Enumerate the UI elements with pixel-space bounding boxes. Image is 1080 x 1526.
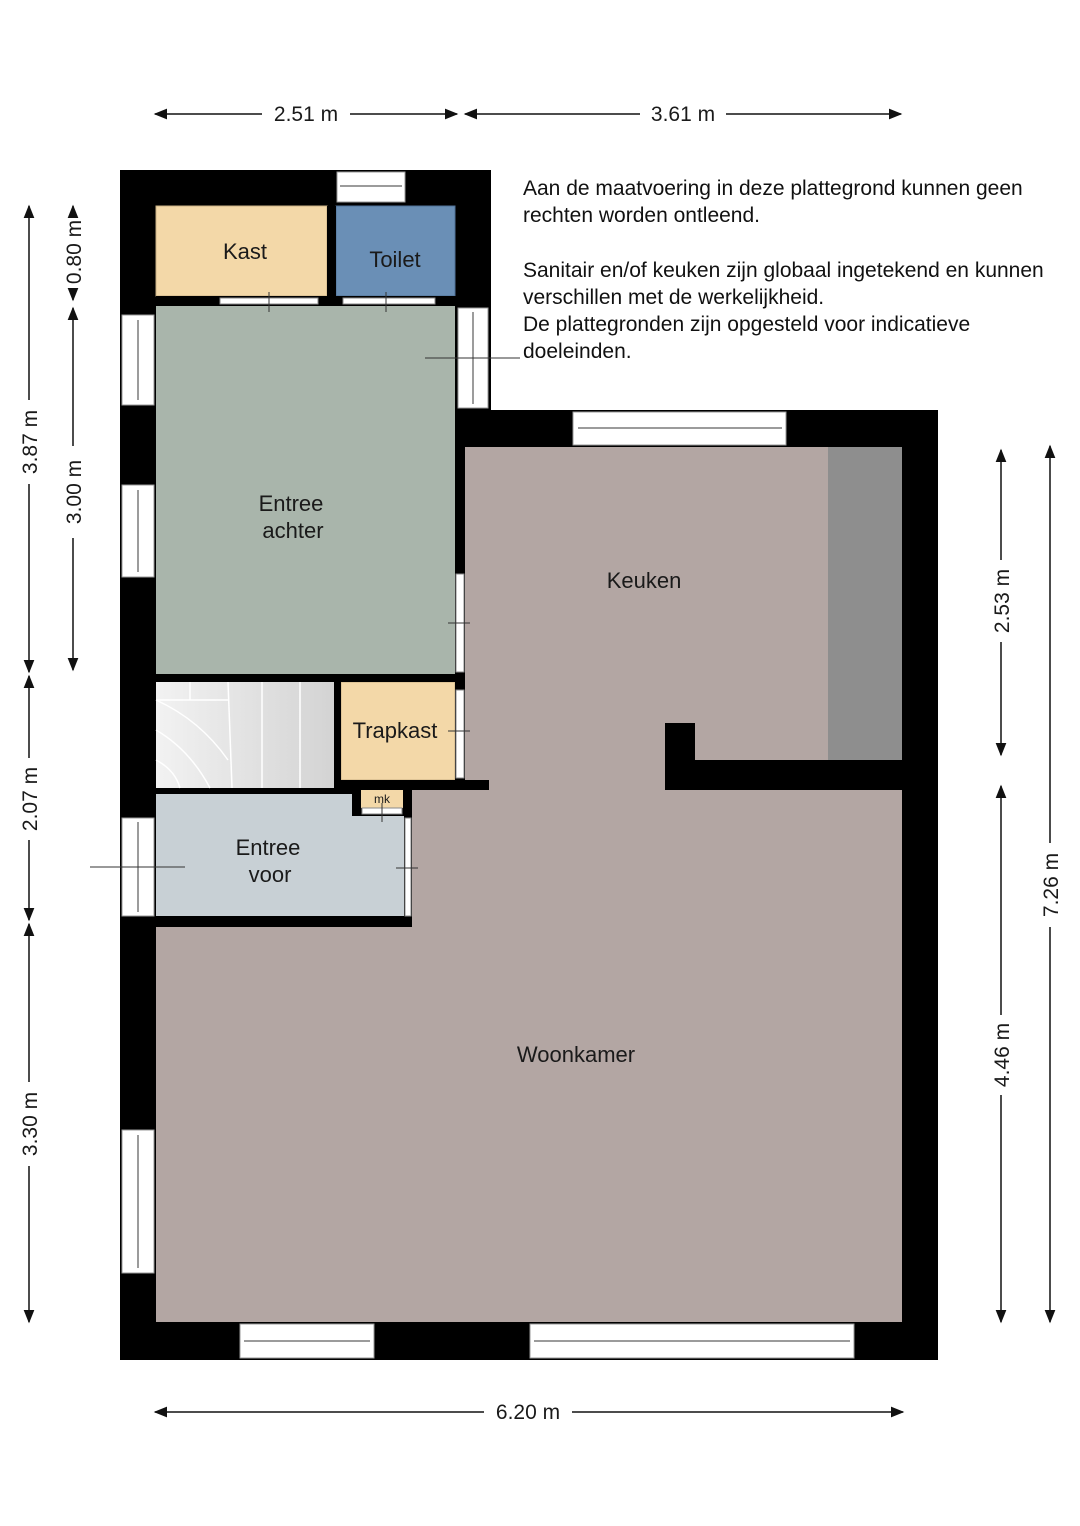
floor-trapkast xyxy=(340,681,456,781)
label-mk: mk xyxy=(374,792,391,806)
door-trapkast xyxy=(455,689,465,779)
door-toilet xyxy=(342,297,436,305)
wall-stair-bottom xyxy=(156,788,352,794)
dim-left-outer-middle: 2.07 m xyxy=(19,767,42,831)
dim-left-inner-top: 0.80 m xyxy=(63,220,86,284)
floor-mk xyxy=(361,790,403,808)
label-entree-achter-1: Entree xyxy=(259,491,324,516)
wall-entree-voor-bottom xyxy=(156,918,412,927)
stair-treads xyxy=(155,681,301,789)
dim-right-inner-bottom: 4.46 m xyxy=(991,1023,1014,1087)
floor-stairs xyxy=(156,682,341,788)
room-floors xyxy=(155,205,902,1322)
label-toilet: Toilet xyxy=(369,247,420,272)
label-entree-voor-2: voor xyxy=(249,862,292,887)
dim-right-outer: 7.26 m xyxy=(1040,853,1063,917)
kitchen-counter xyxy=(828,447,902,760)
room-labels: Kast Toilet Entree achter Keuken Trapkas… xyxy=(223,239,681,1067)
window-annex-top xyxy=(336,171,406,203)
wall-keuken-woonkamer xyxy=(665,760,902,790)
dim-left-inner-middle: 3.00 m xyxy=(63,460,86,524)
label-kast: Kast xyxy=(223,239,267,264)
dim-top-left: 2.51 m xyxy=(274,103,338,126)
disclaimer-note: Aan de maatvoering in deze plattegrond k… xyxy=(523,177,1023,227)
floor-toilet xyxy=(335,205,456,297)
dim-left-outer-top: 3.87 m xyxy=(19,410,42,474)
wall-kast-toilet xyxy=(327,206,336,298)
dim-left-outer-bottom: 3.30 m xyxy=(19,1092,42,1156)
dim-right-inner-top: 2.53 m xyxy=(991,569,1014,633)
dim-top-right: 3.61 m xyxy=(651,103,715,126)
wall-stair-trapkast xyxy=(334,682,341,788)
wall-trapkast-bottom xyxy=(341,780,489,790)
label-trapkast: Trapkast xyxy=(353,718,438,743)
label-entree-voor-1: Entree xyxy=(236,835,301,860)
label-keuken: Keuken xyxy=(607,568,682,593)
door-entree-voor-right xyxy=(404,817,412,917)
info-note: Sanitair en/of keuken zijn globaal inget… xyxy=(523,259,1044,363)
dim-bottom: 6.20 m xyxy=(496,1401,560,1424)
label-woonkamer: Woonkamer xyxy=(517,1042,635,1067)
label-entree-achter-2: achter xyxy=(262,518,323,543)
floor-woonkamer xyxy=(156,447,902,1322)
floor-entree-achter xyxy=(156,306,455,674)
floor-kast xyxy=(155,205,328,297)
dimension-labels: 2.51 m 3.61 m 6.20 m 3.87 m 2.07 m 3.30 … xyxy=(19,103,1063,1424)
wall-entree-achter-stair xyxy=(156,674,465,682)
dimension-lines xyxy=(23,108,1056,1418)
